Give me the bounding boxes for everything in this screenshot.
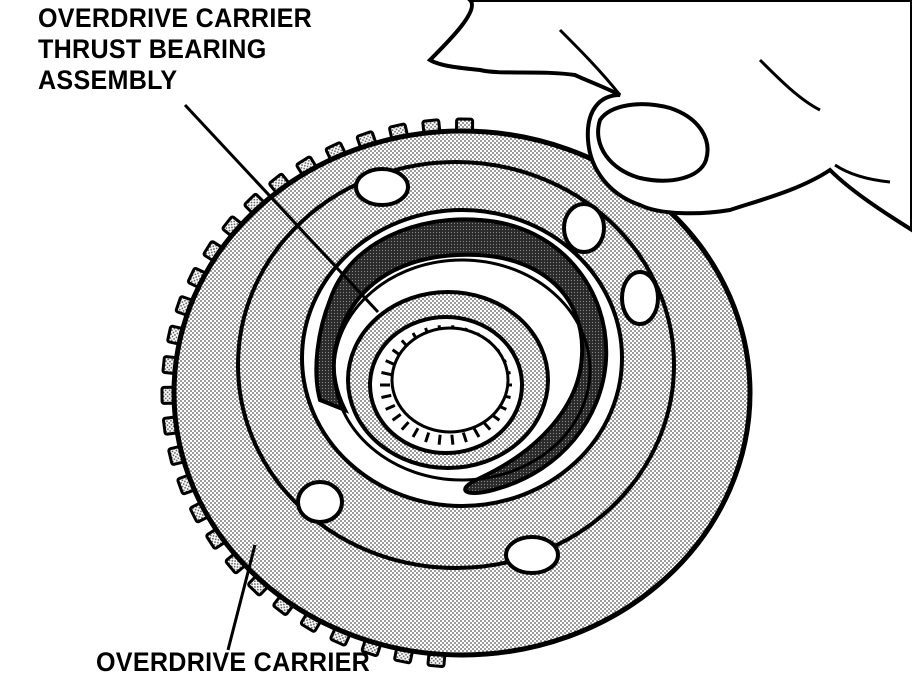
spline-tooth [385,403,396,411]
spline-tooth [391,413,402,422]
callout-line: THRUST BEARING [38,34,267,64]
callout-line: OVERDRIVE CARRIER [96,647,371,677]
carrier-hole [620,270,660,326]
carrier-callout: OVERDRIVE CARRIER [96,647,370,678]
spline-tooth [461,432,468,443]
carrier-hole [296,480,344,524]
spline-tooth [381,393,392,399]
spline-tooth [381,371,392,377]
carrier-hole [354,167,410,207]
callout-line: ASSEMBLY [38,65,178,95]
spline-tooth [411,427,420,438]
spline-tooth [472,427,481,438]
spline-tooth [400,421,410,431]
leader-line-carrier [226,544,257,651]
spline-tooth [424,432,431,443]
finger-crease [834,163,891,184]
thumb-nail [596,102,710,183]
thrust-bearing-callout: OVERDRIVE CARRIER THRUST BEARING ASSEMBL… [38,3,312,96]
spline-tooth [437,434,442,445]
hub-bore [390,326,510,434]
callout-line: OVERDRIVE CARRIER [38,3,313,33]
finger-crease [758,58,821,112]
carrier-hole [504,535,560,575]
spline-tooth [450,434,455,445]
leader-line-thrust-bearing [183,103,380,314]
bearing-inner-race [332,258,592,482]
finger-edge [558,28,622,96]
carrier-hole [562,202,606,254]
